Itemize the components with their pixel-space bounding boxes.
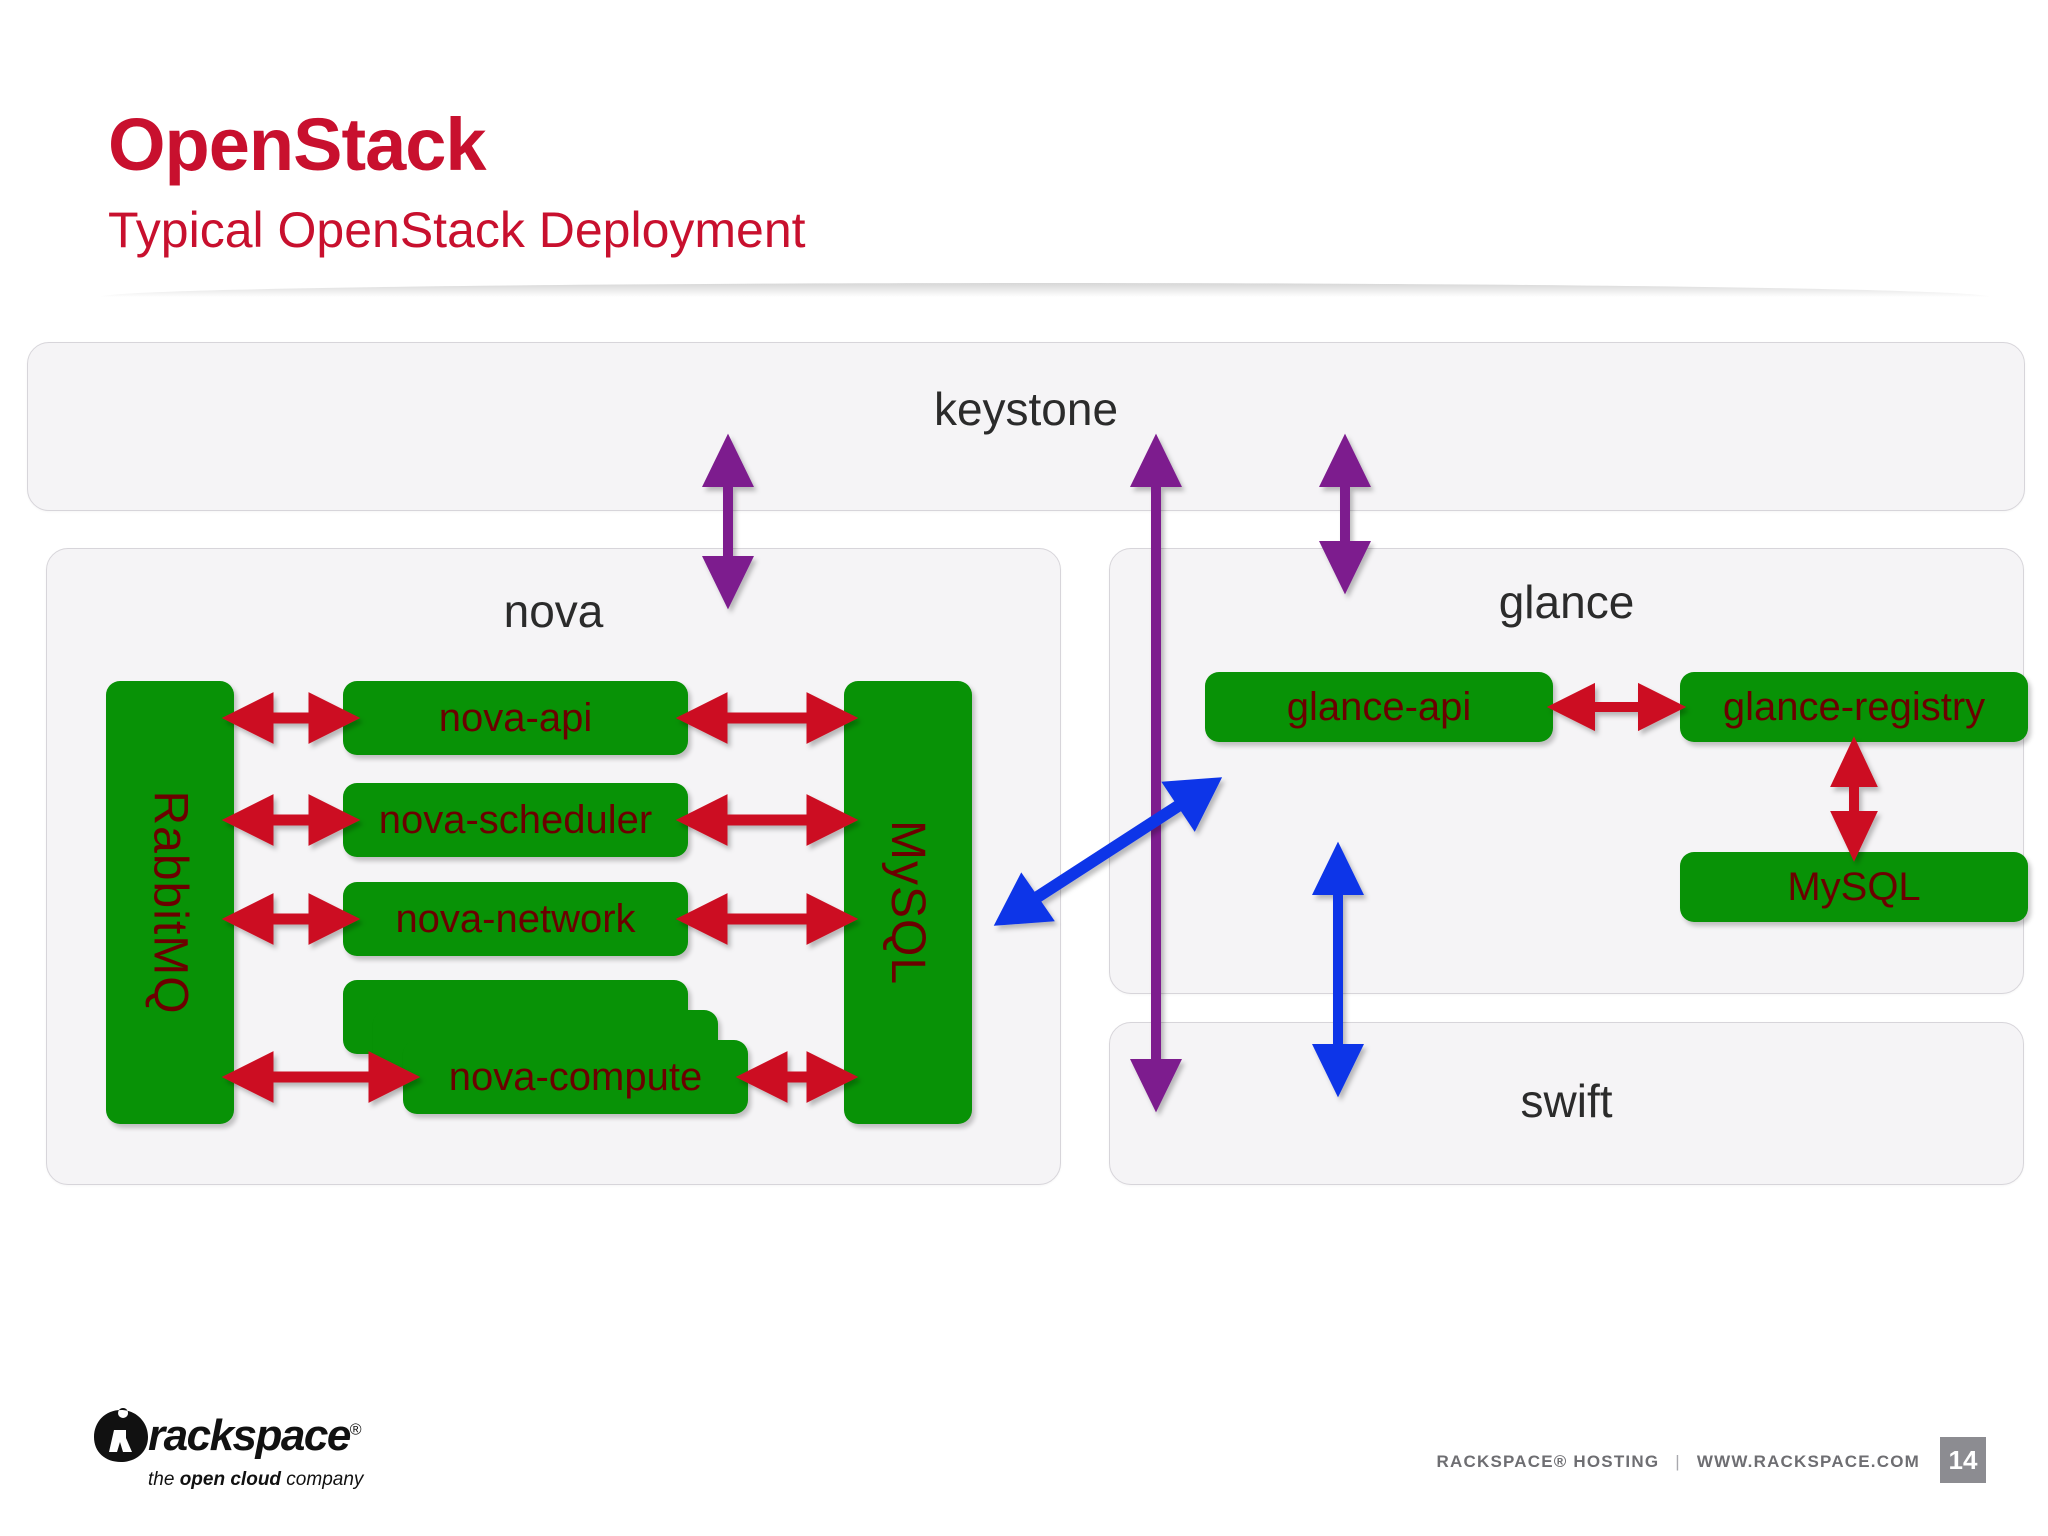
footer-website: WWW.RACKSPACE.COM	[1696, 1452, 1920, 1471]
service-box-rabbitmq: RabbitMQ	[106, 681, 234, 1124]
service-label-mysql-nova: MySQL	[881, 819, 935, 986]
wordmark-text: rackspace	[148, 1411, 351, 1460]
tagline-part-1: the	[148, 1469, 180, 1490]
page-number-badge: 14	[1940, 1437, 1986, 1483]
page-subtitle: Typical OpenStack Deployment	[108, 202, 806, 258]
footer-hosting: RACKSPACE® HOSTING	[1436, 1452, 1660, 1471]
service-box-mysql-glance: MySQL	[1680, 852, 2028, 922]
service-box-glance-api: glance-api	[1205, 672, 1553, 742]
tagline-part-bold: open cloud	[179, 1469, 282, 1490]
rackspace-tagline: the open cloud company	[148, 1470, 363, 1489]
panel-label-keystone: keystone	[933, 383, 1119, 435]
page-title: OpenStack	[108, 103, 487, 186]
footer-separator: |	[1675, 1452, 1681, 1471]
panel-swift: swift	[1109, 1022, 2024, 1185]
service-box-mysql-nova: MySQL	[844, 681, 972, 1124]
service-box-nova-compute: nova-compute	[403, 1040, 748, 1114]
service-box-nova-api: nova-api	[343, 681, 688, 755]
panel-label-nova: nova	[503, 585, 604, 637]
header-divider	[100, 283, 1990, 297]
rackspace-logo: rackspace® the open cloud company	[92, 1408, 363, 1508]
panel-glance: glance	[1109, 548, 2024, 994]
service-box-nova-network: nova-network	[343, 882, 688, 956]
service-box-glance-registry: glance-registry	[1680, 672, 2028, 742]
tagline-part-2: company	[281, 1469, 364, 1490]
panel-label-glance: glance	[1498, 576, 1635, 628]
service-label-rabbitmq: RabbitMQ	[143, 790, 197, 1015]
service-box-nova-scheduler: nova-scheduler	[343, 783, 688, 857]
slide-header: OpenStack Typical OpenStack Deployment	[0, 0, 2048, 297]
rackspace-wordmark: rackspace®	[148, 1411, 362, 1460]
panel-keystone: keystone	[27, 342, 2025, 511]
rackspace-logo-mark	[94, 1408, 148, 1462]
panel-label-swift: swift	[1520, 1075, 1613, 1127]
footer-meta: RACKSPACE® HOSTING | WWW.RACKSPACE.COM	[1437, 1452, 1920, 1472]
registered-mark: ®	[349, 1421, 362, 1439]
